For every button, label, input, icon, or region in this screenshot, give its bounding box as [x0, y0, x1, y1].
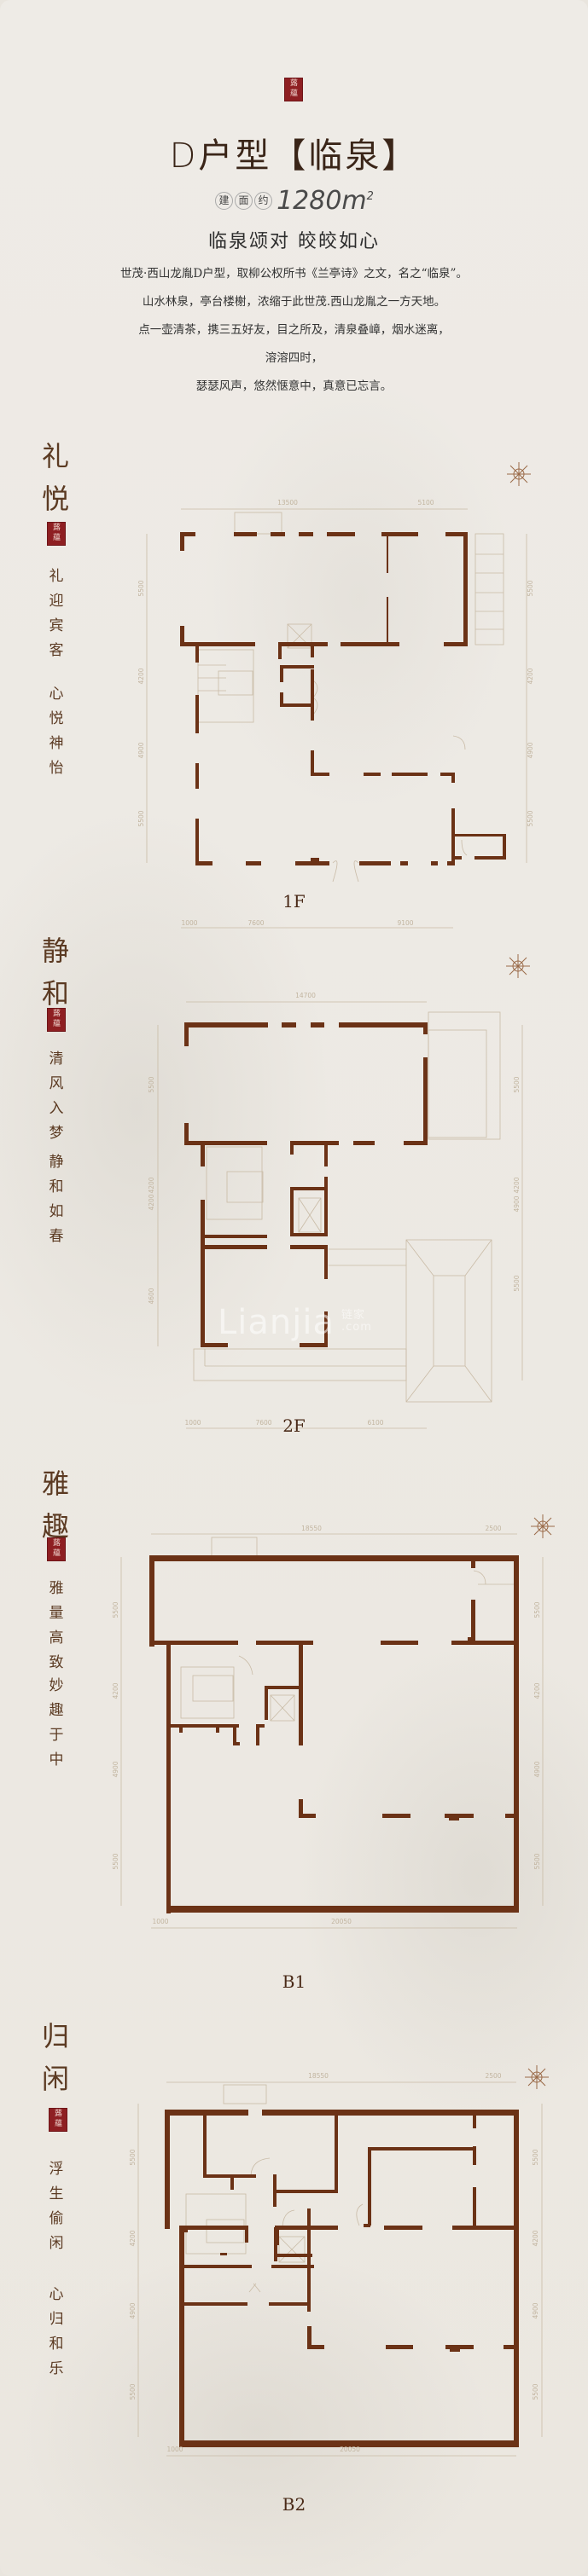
compass-icon	[507, 462, 531, 486]
compass-icon	[531, 1514, 555, 1538]
dim-label: 4900	[513, 1195, 521, 1212]
area-prefix-1: 建	[215, 192, 234, 210]
section-title-1f: 礼悦	[41, 440, 69, 515]
compass-icon	[525, 2065, 549, 2089]
area-prefix-2: 面	[235, 192, 253, 210]
dim-label: 5500	[532, 2383, 539, 2399]
dim-label: 1000	[166, 2446, 183, 2453]
seal-stamp-icon: 蕗蘊	[47, 1537, 66, 1561]
section-title-b2: 归闲	[41, 2020, 69, 2095]
dim-label: 18550	[301, 1525, 322, 1532]
dim-label: 5500	[527, 580, 534, 596]
section-title-2f: 静和	[41, 935, 69, 1010]
seal-stamp-icon: 蕗蘊	[284, 78, 303, 101]
section-subtitle-1f-b: 心悦神怡	[49, 686, 64, 777]
dim-label: 4200	[513, 1177, 521, 1193]
seal-stamp-icon: 蕗蘊	[47, 1008, 66, 1032]
dim-label: 7600	[255, 1419, 271, 1427]
dim-label: 5500	[129, 2383, 137, 2399]
floor-label-b1: B1	[282, 1971, 306, 1992]
dim-label: 20050	[331, 1918, 352, 1925]
section-subtitle-2f-a: 清风入梦	[49, 1051, 64, 1142]
unit-title: D户型【临泉】	[169, 136, 419, 176]
dim-label: 4200	[148, 1177, 155, 1193]
dim-label: 4200	[533, 1682, 541, 1699]
poem-line: 点一壶清茶，携三五好友，目之所及，清泉叠嶂，烟水迷离，	[138, 323, 450, 337]
section-subtitle-b1-a: 雅量高致	[49, 1580, 64, 1671]
dim-label: 5500	[513, 1076, 521, 1092]
dim-label: 4200	[148, 1194, 155, 1210]
dim-label: 4200	[527, 668, 534, 684]
section-subtitle-1f-a: 礼迎宾客	[49, 568, 64, 659]
dim-label: 4900	[137, 742, 145, 758]
dim-label: 1000	[181, 919, 197, 927]
dim-label: 4200	[129, 2230, 137, 2246]
floor-label-1f: 1F	[282, 891, 306, 912]
dim-label: 5500	[513, 1275, 521, 1291]
dim-label: 4900	[112, 1761, 119, 1777]
dim-label: 4900	[532, 2302, 539, 2318]
dim-label: 5500	[532, 2149, 539, 2165]
dim-label: 5500	[148, 1076, 155, 1092]
dim-label: 2500	[485, 1525, 501, 1532]
dim-label: 1000	[184, 1419, 201, 1427]
floor-label-2f: 2F	[282, 1415, 306, 1436]
dim-label: 5500	[137, 810, 145, 826]
dim-label: 9100	[397, 919, 413, 927]
dim-label: 1000	[152, 1918, 168, 1925]
dim-label: 5100	[417, 499, 434, 507]
section-subtitle-b1-b: 妙趣于中	[49, 1677, 64, 1768]
section-subtitle-b2-a: 浮生偷闲	[49, 2161, 64, 2252]
dim-label: 20050	[340, 2446, 360, 2453]
poem-subtitle: 临泉颂对 皎皎如心	[208, 231, 380, 252]
dim-label: 4900	[129, 2302, 137, 2318]
dim-label: 5500	[112, 1853, 119, 1869]
floor-label-b2: B2	[282, 2494, 306, 2515]
poem-line: 世茂·西山龙胤D户型，取柳公权所书《兰亭诗》之文，名之“临泉”。	[120, 267, 468, 281]
poem-body: 世茂·西山龙胤D户型，取柳公权所书《兰亭诗》之文，名之“临泉”。 山水林泉，亭台…	[0, 260, 588, 401]
area-prefix-3: 约	[254, 192, 273, 210]
seal-stamp-icon: 蕗蘊	[49, 2108, 67, 2132]
poem-line: 山水林泉，亭台楼榭，浓缩于此世茂.西山龙胤之一方天地。	[142, 295, 446, 309]
compass-icon	[506, 954, 530, 978]
dim-label: 4200	[137, 668, 145, 684]
section-subtitle-2f-b: 静和如春	[49, 1154, 64, 1245]
dim-label: 14700	[295, 992, 316, 999]
dim-label: 18550	[308, 2072, 329, 2080]
dim-label: 4600	[148, 1288, 155, 1304]
dim-label: 7600	[247, 919, 264, 927]
section-title-b1: 雅趣	[41, 1467, 69, 1543]
dim-label: 5500	[533, 1601, 541, 1618]
seal-stamp-icon: 蕗蘊	[47, 522, 66, 546]
wall-segments	[180, 532, 506, 865]
poem-line: 瑟瑟风声，悠然惬意中，真意已忘言。	[195, 379, 393, 393]
dim-label: 5500	[527, 810, 534, 826]
dim-label: 5500	[112, 1601, 119, 1618]
dim-label: 2500	[485, 2072, 501, 2080]
poem-line: 溶溶四时，	[265, 351, 323, 365]
dim-label: 13500	[277, 499, 298, 507]
section-subtitle-b2-b: 心归和乐	[49, 2286, 64, 2377]
dim-label: 4900	[533, 1761, 541, 1777]
dim-label: 5500	[129, 2149, 137, 2165]
dim-label: 6100	[367, 1419, 383, 1427]
dim-label: 5500	[533, 1853, 541, 1869]
dim-label: 4200	[532, 2230, 539, 2246]
dim-label: 4900	[527, 742, 534, 758]
dim-label: 5500	[137, 580, 145, 596]
area-value: 1280m2	[277, 186, 374, 216]
dim-label: 4200	[112, 1682, 119, 1699]
